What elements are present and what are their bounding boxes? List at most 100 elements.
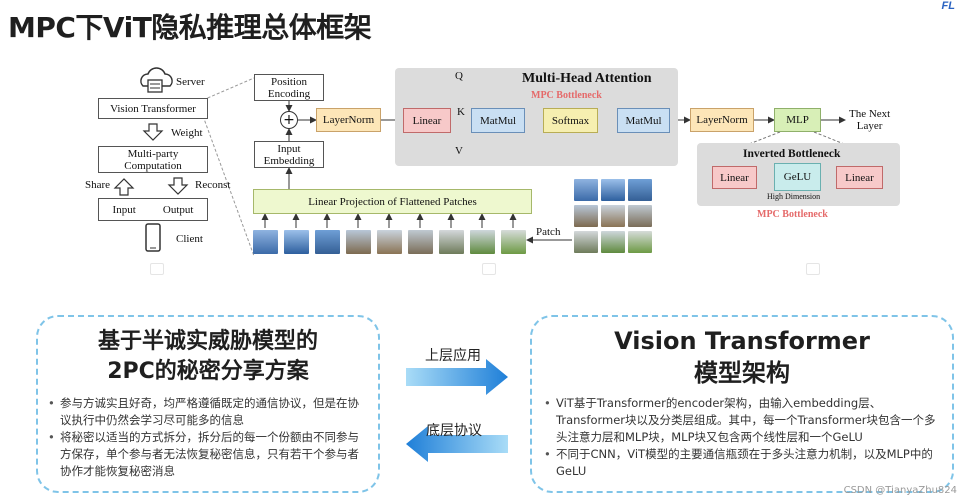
- matmul-box-1: MatMul: [471, 108, 525, 133]
- mlp-box: MLP: [774, 108, 821, 132]
- vision-transformer-box: Vision Transformer: [98, 98, 208, 119]
- next-layer-l1: The Next: [849, 108, 891, 120]
- reconst-arrow: [167, 177, 189, 195]
- input-embedding-l2: Embedding: [263, 154, 315, 167]
- layernorm-box-1: LayerNorm: [316, 108, 381, 132]
- share-label: Share: [85, 179, 111, 191]
- grid-patch-1: [574, 179, 598, 201]
- v-label: V: [455, 145, 463, 157]
- plus-circle: +: [280, 111, 298, 129]
- grid-patch-6: [628, 205, 652, 227]
- grid-patch-3: [628, 179, 652, 201]
- client-phone-icon: [145, 223, 161, 252]
- ib-linear-box-1: Linear: [712, 166, 757, 189]
- weight-arrow: [142, 123, 164, 141]
- mpc-label-line2: Computation: [124, 159, 182, 172]
- input-output-box: Input Output: [98, 198, 208, 221]
- right-card-bullets: ViT基于Transformer的encoder架构，由输入embedding层…: [544, 395, 944, 480]
- image-placeholder-icon-3: [806, 263, 820, 275]
- high-dimension-label: High Dimension: [767, 192, 821, 201]
- softmax-box: Softmax: [543, 108, 598, 133]
- position-encoding-l1: Position: [270, 75, 308, 88]
- mpc-box: Multi-party Computation: [98, 146, 208, 173]
- patch-image-3: [315, 230, 340, 254]
- layernorm-label-1: LayerNorm: [322, 114, 375, 126]
- matmul-label-1: MatMul: [479, 114, 517, 127]
- mlp-label: MLP: [786, 114, 809, 126]
- lower-layer-label: 底层协议: [426, 423, 482, 439]
- left-card: 基于半诚实威胁模型的 2PC的秘密分享方案 参与方诚实且好奇，均严格遵循既定的通…: [36, 315, 380, 493]
- left-card-heading-l2: 2PC的秘密分享方案: [107, 359, 309, 384]
- grid-patch-7: [574, 231, 598, 253]
- input-label: Input: [112, 203, 136, 216]
- ib-linear-label-2: Linear: [845, 171, 874, 184]
- matmul-box-2: MatMul: [617, 108, 670, 133]
- right-card-heading-l1: Vision Transformer: [614, 327, 870, 355]
- patch-label: Patch: [536, 226, 561, 238]
- linear-label: Linear: [412, 114, 442, 127]
- left-card-bullets: 参与方诚实且好奇，均严格遵循既定的通信协议，但是在协议执行中仍然会学习尽可能多的…: [48, 395, 370, 480]
- grid-patch-4: [574, 205, 598, 227]
- right-card-bullet-2: 不同于CNN，ViT模型的主要通信瓶颈在于多头注意力机制，以及MLP中的GeLU: [544, 446, 944, 480]
- vision-transformer-label: Vision Transformer: [110, 102, 196, 115]
- mha-title: Multi-Head Attention: [522, 71, 652, 86]
- page-title: MPC下ViT隐私推理总体框架: [8, 11, 372, 44]
- layernorm-box-2: LayerNorm: [690, 108, 754, 132]
- ib-gelu-box: GeLU: [774, 163, 821, 191]
- upper-layer-label: 上层应用: [425, 348, 481, 364]
- linear-projection-box: Linear Projection of Flattened Patches: [253, 189, 532, 214]
- input-embedding-box: Input Embedding: [254, 141, 324, 168]
- patch-image-6: [408, 230, 433, 254]
- server-icon: [140, 67, 173, 93]
- right-card-heading: Vision Transformer 模型架构: [532, 325, 952, 389]
- mpc-label-line1: Multi-party: [127, 147, 179, 160]
- left-card-bullet-2: 将秘密以适当的方式拆分，拆分后的每一个份额由不同参与方保存，单个参与者无法恢复秘…: [48, 429, 370, 480]
- left-card-bullet-1: 参与方诚实且好奇，均严格遵循既定的通信协议，但是在协议执行中仍然会学习尽可能多的…: [48, 395, 370, 429]
- ib-linear-box-2: Linear: [836, 166, 883, 189]
- ib-gelu-label: GeLU: [783, 171, 812, 183]
- grid-patch-2: [601, 179, 625, 201]
- patch-image-7: [439, 230, 464, 254]
- image-placeholder-icon-1: [150, 263, 164, 275]
- upper-arrow: [406, 359, 508, 395]
- share-arrow: [113, 178, 135, 196]
- weight-label: Weight: [171, 127, 203, 139]
- image-placeholder-icon-2: [482, 263, 496, 275]
- left-card-heading-l1: 基于半诚实威胁模型的: [97, 329, 318, 354]
- logo: FL: [941, 0, 955, 12]
- right-card-bullet-1: ViT基于Transformer的encoder架构，由输入embedding层…: [544, 395, 944, 446]
- ib-linear-label-1: Linear: [720, 171, 749, 184]
- layernorm-label-2: LayerNorm: [696, 114, 748, 126]
- patch-image-1: [253, 230, 278, 254]
- grid-patch-9: [628, 231, 652, 253]
- grid-patch-5: [601, 205, 625, 227]
- linear-projection-label: Linear Projection of Flattened Patches: [308, 195, 477, 208]
- patch-image-2: [284, 230, 309, 254]
- right-card-heading-l2: 模型架构: [694, 359, 790, 387]
- position-encoding-l2: Encoding: [267, 87, 311, 100]
- watermark: CSDN @TianyaZhu824: [843, 485, 957, 496]
- reconst-label: Reconst: [195, 179, 231, 191]
- input-embedding-l1: Input: [277, 142, 301, 155]
- mpc-bottleneck-label-2: MPC Bottleneck: [757, 209, 828, 220]
- patch-image-9: [501, 230, 526, 254]
- linear-box: Linear: [403, 108, 451, 133]
- output-label: Output: [162, 203, 194, 216]
- matmul-label-2: MatMul: [625, 114, 662, 127]
- k-label: K: [457, 106, 465, 118]
- lower-arrow: [406, 426, 508, 462]
- server-label: Server: [176, 76, 205, 88]
- softmax-label: Softmax: [551, 114, 590, 127]
- next-layer-label: The Next Layer: [849, 108, 890, 132]
- next-layer-l2: Layer: [856, 120, 883, 132]
- patch-image-4: [346, 230, 371, 254]
- grid-patch-8: [601, 231, 625, 253]
- patch-image-5: [377, 230, 402, 254]
- right-card: Vision Transformer 模型架构 ViT基于Transformer…: [530, 315, 954, 493]
- inverted-bottleneck-title: Inverted Bottleneck: [743, 148, 841, 160]
- position-encoding-box: Position Encoding: [254, 74, 324, 101]
- client-label: Client: [176, 233, 203, 245]
- left-card-heading: 基于半诚实威胁模型的 2PC的秘密分享方案: [38, 327, 378, 387]
- mpc-bottleneck-label-1: MPC Bottleneck: [531, 90, 602, 101]
